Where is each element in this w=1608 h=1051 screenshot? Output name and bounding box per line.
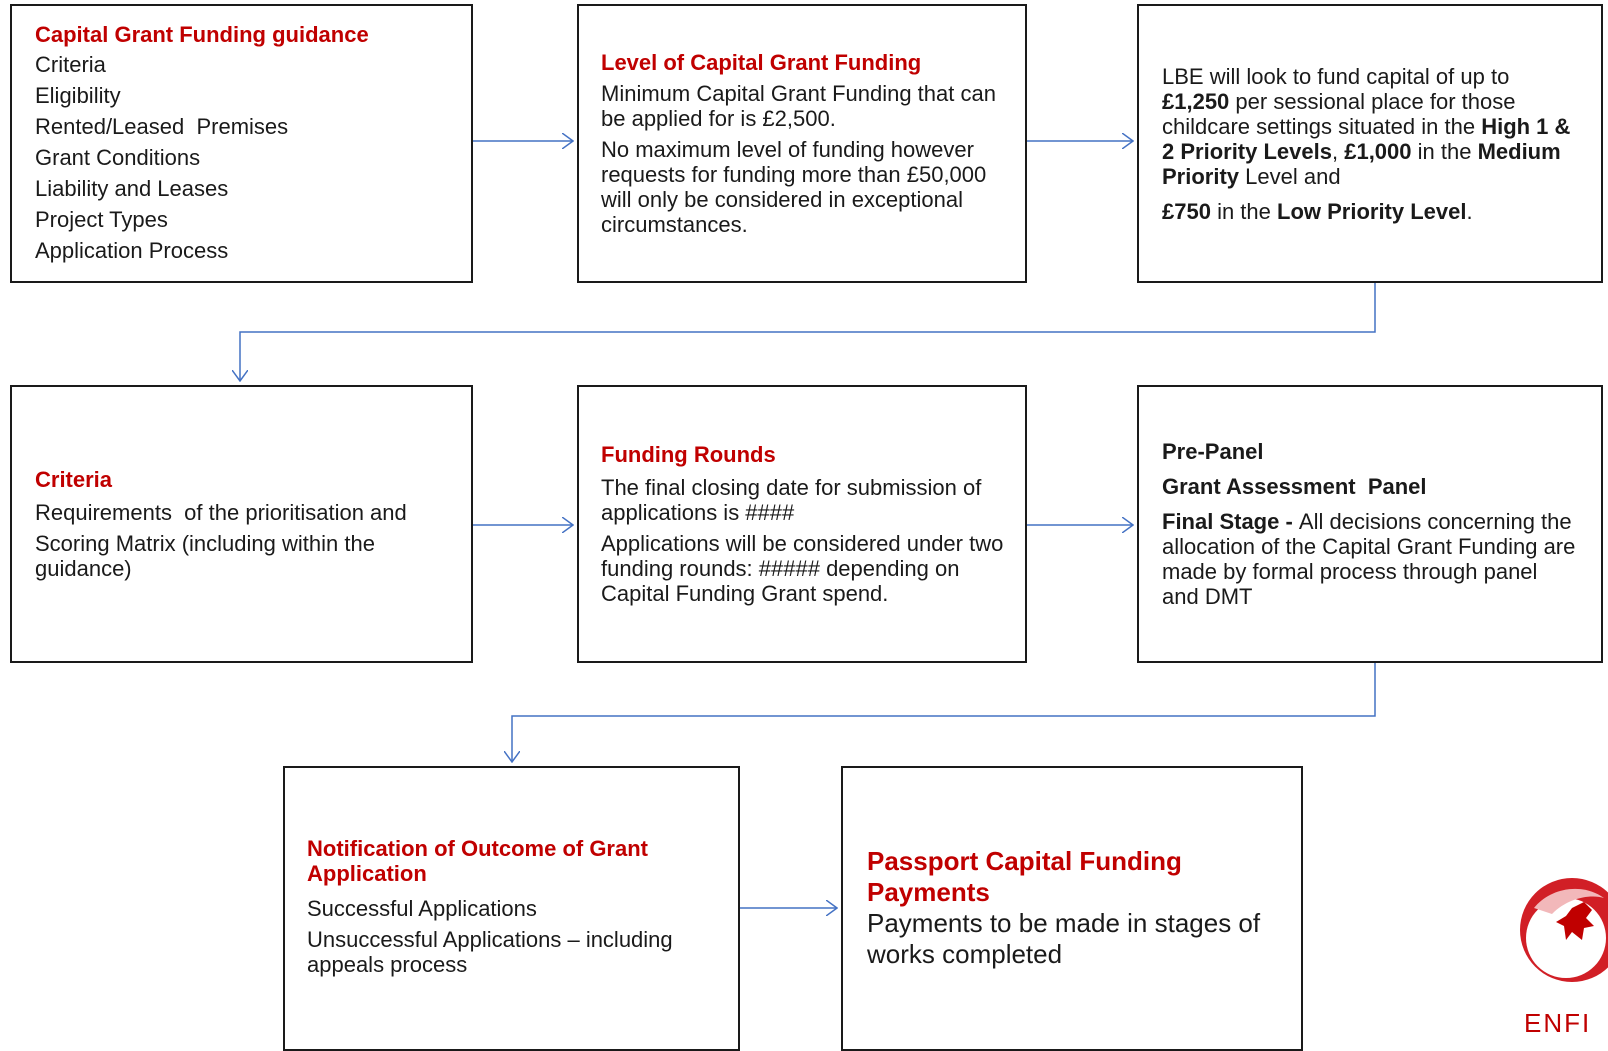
notification-unsuccessful: Unsuccessful Applications – including ap… — [307, 927, 673, 977]
logo-text: ENFI — [1524, 1008, 1592, 1038]
criteria-scoring-text: Scoring Matrix (including within the gui… — [35, 531, 375, 581]
guidance-item-project-types: Project Types — [35, 206, 168, 232]
box-funding-rounds: Funding Rounds The final closing date fo… — [577, 385, 1027, 663]
level-minimum-text: Minimum Capital Grant Funding that can b… — [601, 81, 996, 131]
criteria-title: Criteria — [35, 467, 113, 492]
panel-final-stage-text: Final Stage - All decisions concerning t… — [1162, 509, 1576, 609]
arrow-panel-to-notification — [512, 663, 1376, 762]
payments-stages-text: Payments to be made in stages of works c… — [867, 908, 1261, 969]
notification-title: Notification of Outcome of Grant Applica… — [307, 836, 648, 886]
box-lbe-funding-rates: LBE will look to fund capital of up to £… — [1137, 4, 1603, 283]
box-level-of-funding: Level of Capital Grant Funding Minimum C… — [577, 4, 1027, 283]
payments-title: Passport Capital Funding Payments — [867, 846, 1182, 907]
box-notification-of-outcome: Notification of Outcome of Grant Applica… — [283, 766, 740, 1051]
guidance-item-conditions: Grant Conditions — [35, 144, 201, 170]
level-maximum-text: No maximum level of funding however requ… — [601, 137, 987, 237]
box-panel: Pre-Panel Grant Assessment Panel Final S… — [1137, 385, 1603, 663]
enfield-logo: ENFI — [1512, 868, 1608, 1043]
guidance-item-eligibility: Eligibility — [35, 82, 121, 108]
panel-pre-panel: Pre-Panel — [1162, 439, 1264, 464]
guidance-item-criteria: Criteria — [35, 51, 106, 77]
logo-emblem-icon — [1520, 878, 1608, 982]
box-passport-payments: Passport Capital Funding Payments Paymen… — [841, 766, 1303, 1051]
box-criteria: Criteria Requirements of the prioritisat… — [10, 385, 473, 663]
notification-successful: Successful Applications — [307, 896, 537, 921]
panel-assessment: Grant Assessment Panel — [1162, 474, 1427, 499]
rounds-applications-text: Applications will be considered under tw… — [601, 531, 1004, 606]
guidance-title: Capital Grant Funding guidance — [35, 21, 369, 47]
rounds-title: Funding Rounds — [601, 442, 776, 467]
guidance-item-liability: Liability and Leases — [35, 175, 229, 201]
lbe-rates-text: LBE will look to fund capital of up to £… — [1162, 63, 1571, 189]
rounds-closing-date-text: The final closing date for submission of… — [601, 475, 982, 525]
guidance-item-application-process: Application Process — [35, 237, 229, 263]
arrow-lbe-to-criteria — [240, 283, 1376, 381]
criteria-requirements-text: Requirements of the prioritisation and — [35, 500, 407, 525]
guidance-item-rented: Rented/Leased Premises — [35, 113, 289, 139]
lbe-low-priority-text: £750 in the Low Priority Level. — [1162, 198, 1473, 224]
box-capital-grant-guidance: Capital Grant Funding guidance Criteria … — [10, 4, 473, 283]
level-title: Level of Capital Grant Funding — [601, 50, 922, 75]
